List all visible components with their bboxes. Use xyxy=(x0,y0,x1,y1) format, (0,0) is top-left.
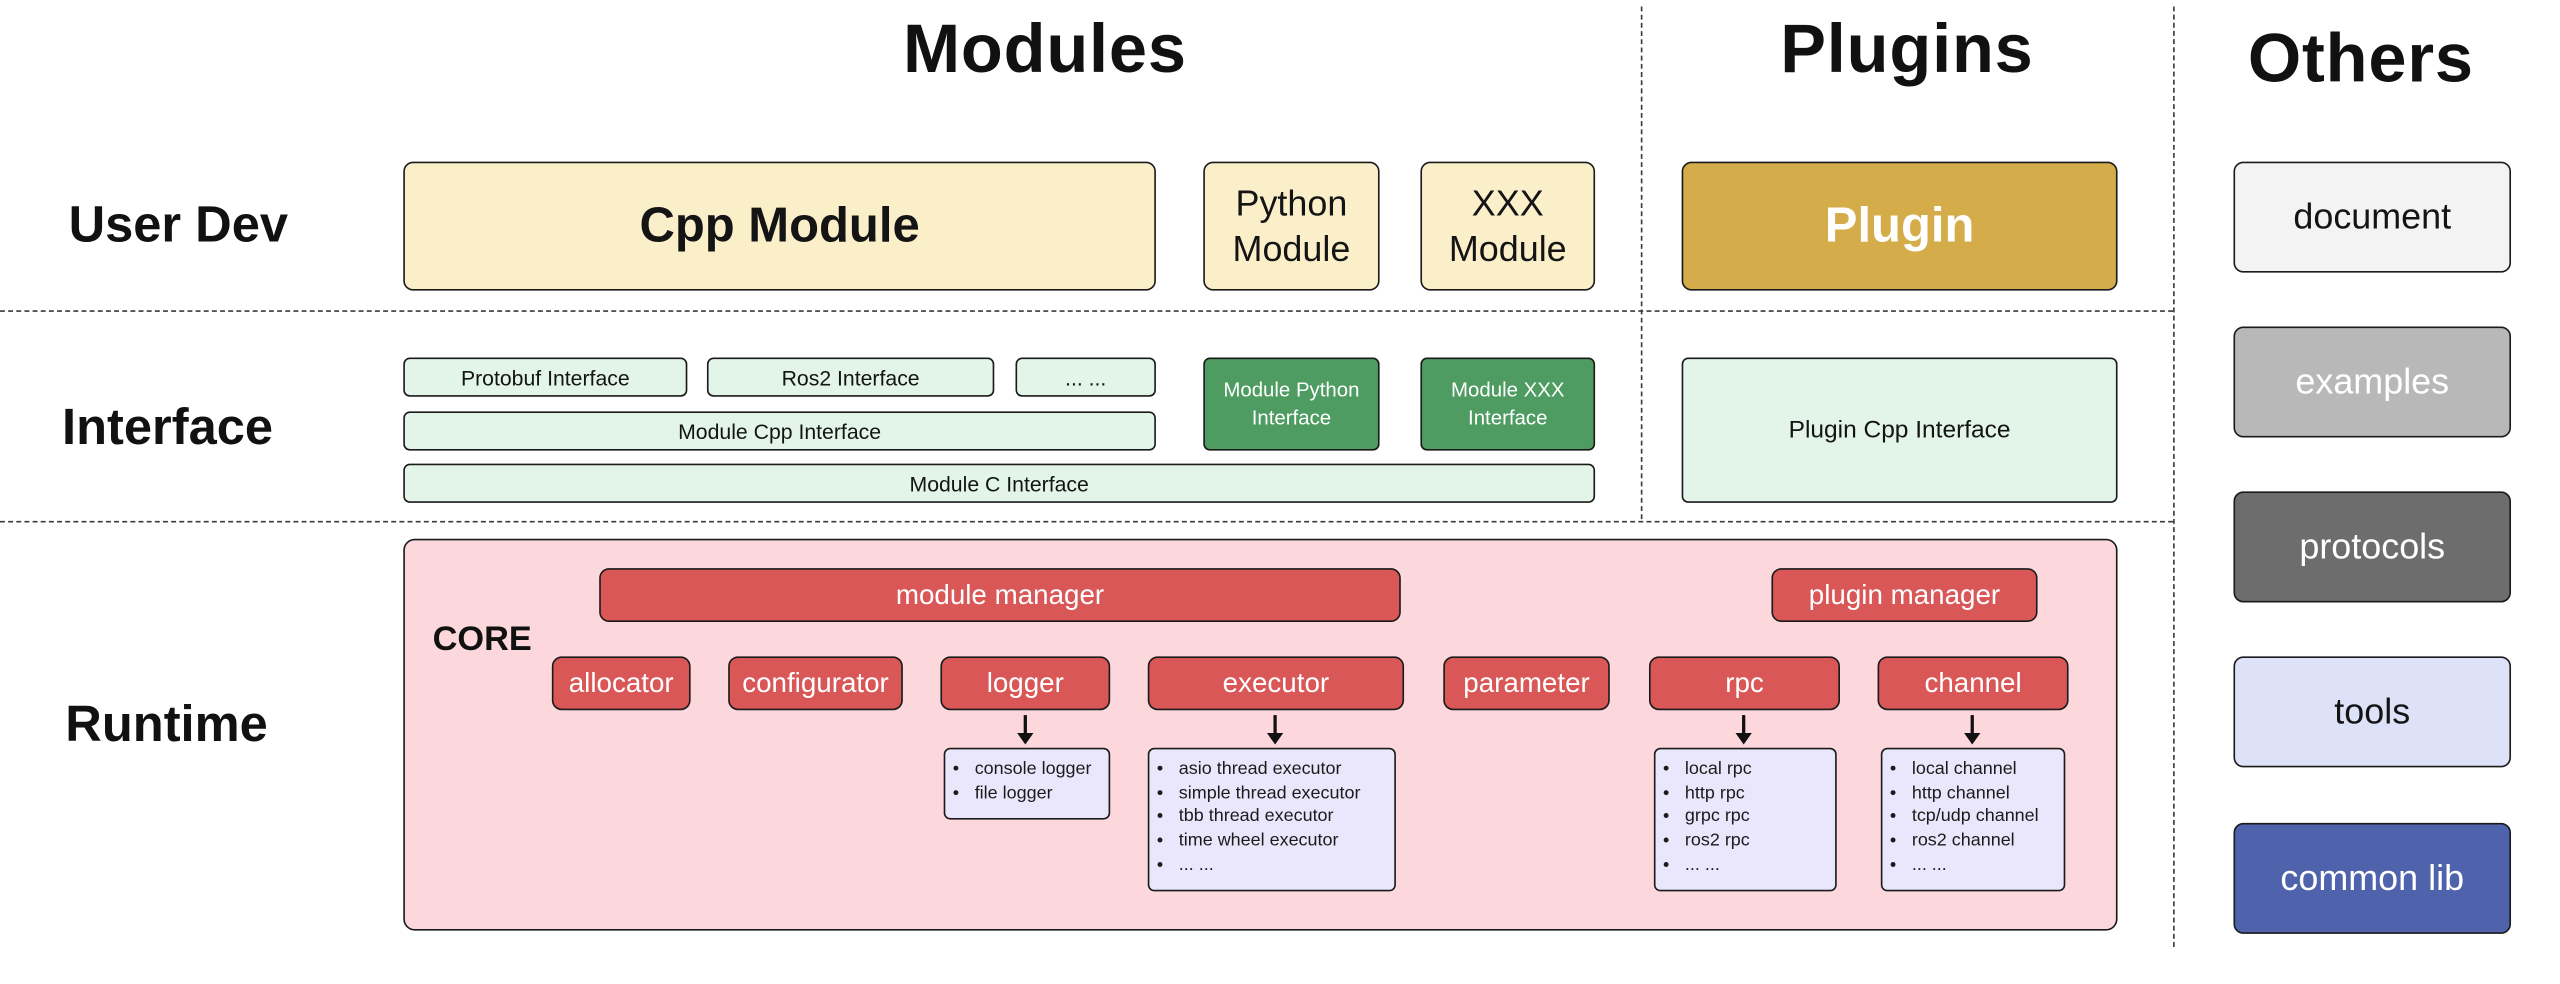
rpc-box: rpc xyxy=(1648,656,1840,711)
impl-item: simple thread executor xyxy=(1179,782,1388,806)
module-xxx-interface-box: Module XXX Interface xyxy=(1420,357,1596,451)
others-document-box: document xyxy=(2233,161,2512,273)
impl-item: ... ... xyxy=(1685,854,1829,878)
python-module-box: Python Module xyxy=(1203,161,1380,291)
impl-item: http rpc xyxy=(1685,782,1829,806)
others-tools-box: tools xyxy=(2233,656,2512,768)
configurator-box: configurator xyxy=(728,656,903,711)
impl-item: console logger xyxy=(975,758,1102,782)
plugin-cpp-interface-box: Plugin Cpp Interface xyxy=(1681,357,2118,503)
impl-item: http channel xyxy=(1912,782,2057,806)
more-interface-box: ... ... xyxy=(1015,357,1156,397)
plugin-box: Plugin xyxy=(1681,161,2118,291)
channel-box: channel xyxy=(1877,656,2069,711)
core-label: CORE xyxy=(432,620,532,658)
rpc-impl-list: local rpc http rpc grpc rpc ros2 rpc ...… xyxy=(1653,747,1837,892)
logger-box: logger xyxy=(940,656,1111,711)
executor-box: executor xyxy=(1147,656,1405,711)
divider-modules-plugins xyxy=(1640,6,1643,520)
impl-item: ros2 channel xyxy=(1912,830,2057,854)
parameter-box: parameter xyxy=(1443,656,1610,711)
impl-item: tcp/udp channel xyxy=(1912,806,2057,830)
impl-item: asio thread executor xyxy=(1179,758,1388,782)
row-label-runtime: Runtime xyxy=(65,695,268,753)
xxx-module-box: XXX Module xyxy=(1420,161,1596,291)
divider-interface-runtime xyxy=(0,520,2174,523)
impl-item: local rpc xyxy=(1685,758,1829,782)
executor-impl-list: asio thread executor simple thread execu… xyxy=(1147,747,1396,892)
module-python-interface-box: Module Python Interface xyxy=(1203,357,1380,451)
plugin-manager-box: plugin manager xyxy=(1771,568,2038,623)
impl-item: ros2 rpc xyxy=(1685,830,1829,854)
allocator-box: allocator xyxy=(551,656,691,711)
module-manager-box: module manager xyxy=(599,568,1401,623)
cpp-module-box: Cpp Module xyxy=(403,161,1156,291)
divider-plugins-others xyxy=(2173,6,2175,947)
impl-item: ... ... xyxy=(1912,854,2057,878)
module-c-interface-box: Module C Interface xyxy=(403,463,1596,503)
logger-impl-list: console logger file logger xyxy=(943,747,1111,820)
header-others: Others xyxy=(2247,19,2474,97)
header-modules: Modules xyxy=(902,9,1187,87)
impl-item: local channel xyxy=(1912,758,2057,782)
protobuf-interface-box: Protobuf Interface xyxy=(403,357,688,397)
impl-item: time wheel executor xyxy=(1179,830,1388,854)
impl-item: file logger xyxy=(975,782,1102,806)
divider-userdev-interface xyxy=(0,310,2174,312)
impl-item: grpc rpc xyxy=(1685,806,1829,830)
others-protocols-box: protocols xyxy=(2233,491,2512,603)
row-label-interface: Interface xyxy=(62,398,274,456)
others-common-lib-box: common lib xyxy=(2233,822,2512,934)
ros2-interface-box: Ros2 Interface xyxy=(706,357,995,397)
impl-item: tbb thread executor xyxy=(1179,806,1388,830)
others-examples-box: examples xyxy=(2233,326,2512,438)
channel-impl-list: local channel http channel tcp/udp chann… xyxy=(1880,747,2066,892)
row-label-user-dev: User Dev xyxy=(68,195,289,254)
header-plugins: Plugins xyxy=(1780,9,2034,87)
impl-item: ... ... xyxy=(1179,854,1388,878)
module-cpp-interface-box: Module Cpp Interface xyxy=(403,411,1156,451)
